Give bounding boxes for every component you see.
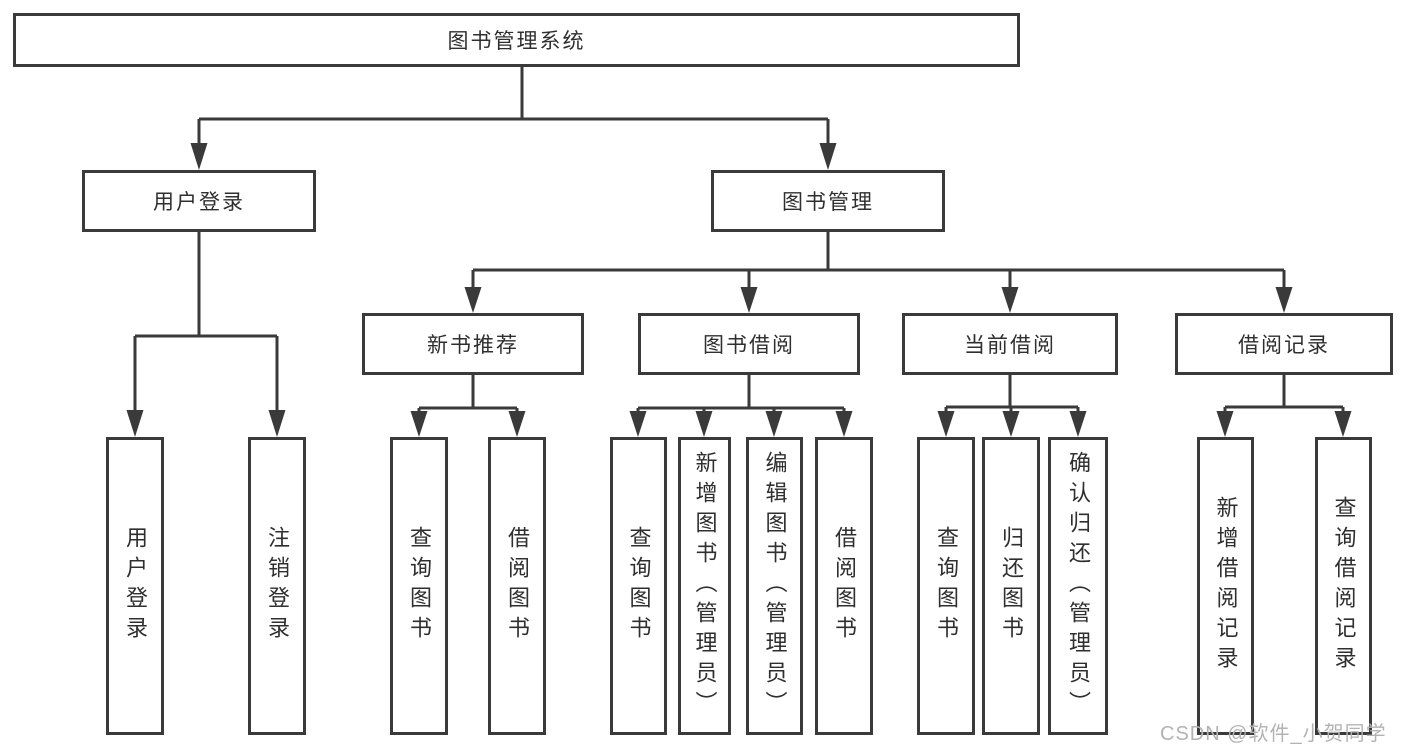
connector-user-login-to-leaves <box>126 232 286 437</box>
connector-root-to-level2 <box>190 67 837 170</box>
leaf-add-books-admin: 新增图书（管理员） <box>678 437 731 735</box>
leaf-confirm-return-admin: 确认归还（管理员） <box>1048 437 1108 735</box>
arrowhead <box>268 410 286 437</box>
connector-new-book-rec-to-leaves <box>410 375 526 437</box>
arrowhead <box>1001 287 1019 313</box>
node-book-management: 图书管理 <box>711 170 945 232</box>
leaf-query-books-3: 查询图书 <box>917 437 975 735</box>
arrowhead <box>629 411 647 437</box>
leaf-query-books-2: 查询图书 <box>610 437 667 735</box>
arrowhead <box>937 411 955 437</box>
leaf-label: 查询图书 <box>407 526 432 646</box>
leaf-query-borrow-record: 查询借阅记录 <box>1315 437 1372 735</box>
leaf-label: 借阅图书 <box>832 526 857 646</box>
arrowhead <box>190 143 208 170</box>
leaf-borrow-books-1: 借阅图书 <box>488 437 546 735</box>
node-root-library-system: 图书管理系统 <box>13 13 1020 67</box>
leaf-return-books: 归还图书 <box>982 437 1040 735</box>
leaf-edit-books-admin: 编辑图书（管理员） <box>746 437 803 735</box>
arrowhead <box>695 411 713 437</box>
leaf-label: 注销登录 <box>265 526 290 646</box>
csdn-watermark: CSDN @软件_小贺同学 <box>1160 723 1387 745</box>
connector-borrow-records-to-leaves <box>1216 375 1352 437</box>
leaf-query-books-1: 查询图书 <box>390 437 448 735</box>
connector-book-borrow-to-leaves <box>629 375 853 437</box>
arrowhead <box>765 411 783 437</box>
leaf-borrow-books-2: 借阅图书 <box>815 437 873 735</box>
arrowhead <box>464 287 482 313</box>
leaf-label: 归还图书 <box>999 526 1024 646</box>
arrowhead <box>1334 411 1352 437</box>
node-user-login: 用户登录 <box>82 170 316 232</box>
node-book-borrowing: 图书借阅 <box>638 313 860 375</box>
arrowhead <box>1275 287 1293 313</box>
arrowhead <box>819 143 837 170</box>
arrowhead <box>410 411 428 437</box>
arrowhead <box>126 410 144 437</box>
connector-current-borrow-to-leaves <box>937 375 1087 437</box>
arrowhead <box>1216 411 1234 437</box>
leaf-label: 新增图书（管理员） <box>692 451 718 721</box>
leaf-label: 查询借阅记录 <box>1331 496 1357 676</box>
leaf-label: 编辑图书（管理员） <box>762 451 788 721</box>
leaf-label: 确认归还（管理员） <box>1066 451 1091 721</box>
connector-book-mgmt-to-level3 <box>464 232 1293 313</box>
arrowhead <box>508 411 526 437</box>
leaf-label: 查询图书 <box>934 526 959 646</box>
node-borrowing-records: 借阅记录 <box>1175 313 1393 375</box>
leaf-label: 新增借阅记录 <box>1213 496 1239 676</box>
leaf-label: 查询图书 <box>626 526 652 646</box>
node-new-book-recommendation: 新书推荐 <box>362 313 584 375</box>
leaf-logout: 注销登录 <box>248 437 306 735</box>
arrowhead <box>1069 411 1087 437</box>
leaf-label: 用户登录 <box>123 526 148 646</box>
node-current-borrowing: 当前借阅 <box>902 313 1118 375</box>
leaf-label: 借阅图书 <box>505 526 530 646</box>
leaf-add-borrow-record: 新增借阅记录 <box>1197 437 1254 735</box>
leaf-user-login: 用户登录 <box>106 437 164 735</box>
arrowhead <box>740 287 758 313</box>
arrowhead <box>835 411 853 437</box>
arrowhead <box>1002 411 1020 437</box>
